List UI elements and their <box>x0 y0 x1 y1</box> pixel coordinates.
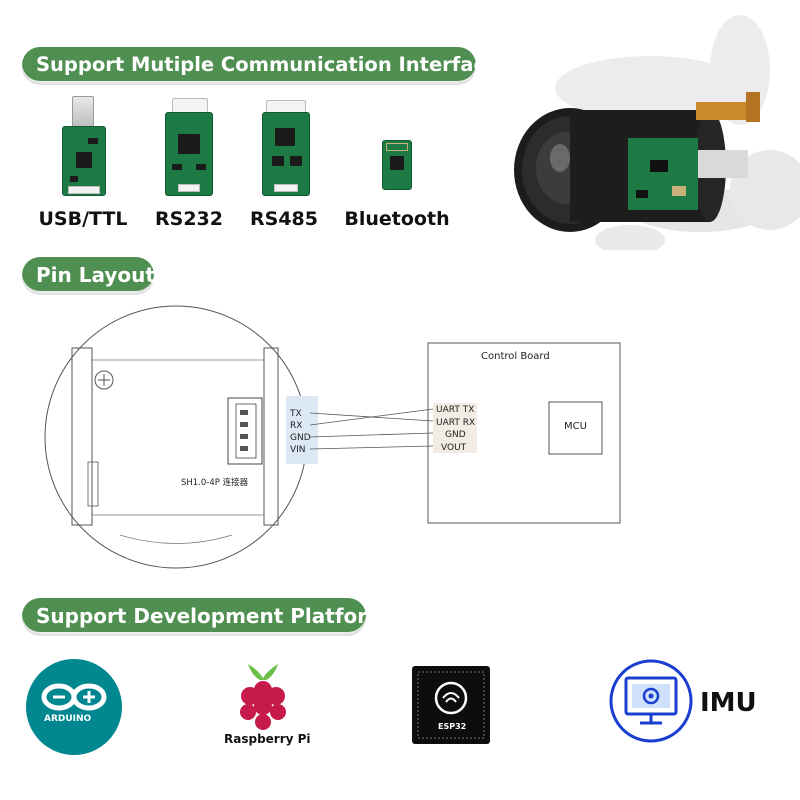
board-pin-vout: VOUT <box>441 443 467 453</box>
control-board-title: Control Board <box>481 351 550 362</box>
platform-label-arduino: ARDUINO <box>44 714 92 724</box>
board-pin-uart-rx: UART RX <box>436 418 476 428</box>
interface-label-rs485: RS485 <box>250 208 318 230</box>
mcu-label: MCU <box>564 421 587 432</box>
module-pin-tx: TX <box>290 409 302 419</box>
platform-label-raspberry-pi: Raspberry Pi <box>224 732 311 746</box>
board-pin-gnd: GND <box>445 430 466 440</box>
interface-label-rs232: RS232 <box>155 208 223 230</box>
section-header-pin-layout: Pin Layout <box>22 257 155 293</box>
interface-label-usb-ttl: USB/TTL <box>38 208 128 230</box>
module-pin-vin: VIN <box>290 445 306 455</box>
section-header-interfaces: Support Mutiple Communication Interface <box>22 47 498 83</box>
module-pin-rx: RX <box>290 421 303 431</box>
platform-label-esp32: ESP32 <box>438 722 467 731</box>
board-pin-uart-tx: UART TX <box>436 405 475 415</box>
platform-label-imu: IMU <box>700 688 757 718</box>
connector-label: SH1.0-4P 连接器 <box>181 478 249 488</box>
section-header-platforms: Support Development Platform <box>22 598 388 634</box>
interface-label-bluetooth: Bluetooth <box>344 208 450 230</box>
module-pin-gnd: GND <box>290 433 311 443</box>
